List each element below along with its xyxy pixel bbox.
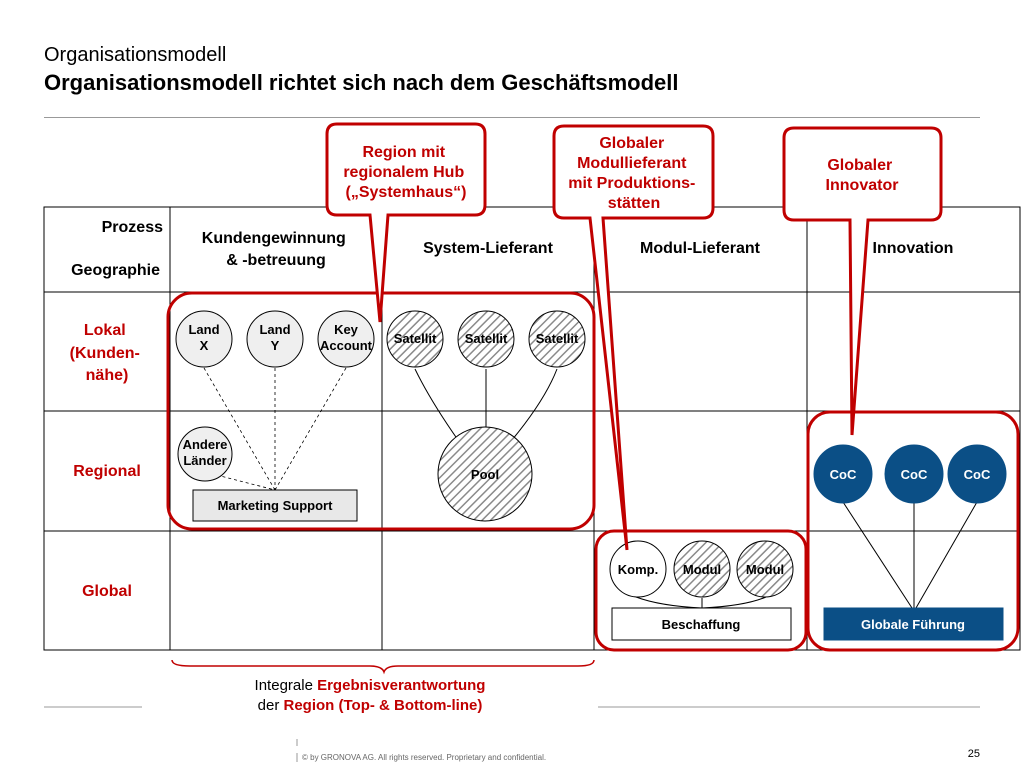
row-header-global: Global: [82, 583, 132, 600]
svg-text:Satellit: Satellit: [465, 331, 508, 346]
svg-text:Marketing Support: Marketing Support: [218, 498, 334, 513]
node-pool: Pool: [437, 426, 533, 522]
corner-label-geography: Geographie: [71, 262, 160, 279]
matrix-grid: [43, 206, 1021, 651]
column-header-system-lieferant: System-Lieferant: [423, 240, 553, 257]
node-coc-1: CoC: [813, 444, 873, 504]
slide-title: Organisationsmodell richtet sich nach de…: [44, 70, 679, 95]
svg-text:Beschaffung: Beschaffung: [662, 617, 741, 632]
marketing-support-box: Marketing Support: [192, 489, 358, 522]
svg-text:CoC: CoC: [901, 467, 928, 482]
bottom-note-line1: Integrale Ergebnisverantwortung: [255, 677, 486, 694]
svg-text:Globaler Innovator: Globaler Innovator: [826, 157, 899, 194]
svg-text:Satellit: Satellit: [394, 331, 437, 346]
node-satellit-3: Satellit: [528, 310, 586, 368]
page-number: 25: [968, 748, 980, 760]
svg-text:Pool: Pool: [471, 467, 499, 482]
node-satellit-1: Satellit: [386, 310, 444, 368]
modul-group-box: [594, 529, 808, 652]
svg-text:Modul: Modul: [683, 562, 721, 577]
column-header-kundengewinnung: Kundengewinnung & -betreuung: [202, 230, 350, 269]
svg-text:Globaler Modullieferant: Globaler Modullieferant mit Produktions-…: [568, 135, 700, 212]
svg-text:CoC: CoC: [830, 467, 857, 482]
node-modul-2: Modul: [736, 540, 794, 598]
node-modul-1: Modul: [673, 540, 731, 598]
node-coc-2: CoC: [884, 444, 944, 504]
callout-region-hub: Region mit regionalem Hub („Systemhaus“): [325, 122, 487, 323]
beschaffung-box: Beschaffung: [611, 607, 792, 641]
coc-connectors: [842, 501, 978, 609]
bottom-note-line2: der Region (Top- & Bottom-line): [258, 697, 483, 714]
column-header-innovation: Innovation: [873, 240, 954, 257]
svg-text:Globale Führung: Globale Führung: [861, 617, 965, 632]
column-header-modul-lieferant: Modul-Lieferant: [640, 240, 761, 257]
node-coc-3: CoC: [947, 444, 1007, 504]
bracket-brace: [171, 659, 595, 675]
globale-fuehrung-box: Globale Führung: [823, 607, 1004, 641]
callout-innovator: Globaler Innovator: [782, 126, 943, 436]
corner-label-process: Prozess: [102, 219, 163, 236]
node-satellit-2: Satellit: [457, 310, 515, 368]
svg-text:Komp.: Komp.: [618, 562, 658, 577]
svg-text:Satellit: Satellit: [536, 331, 579, 346]
callout-modullieferant: Globaler Modullieferant mit Produktions-…: [552, 124, 715, 551]
beschaffung-connectors: [635, 596, 767, 609]
row-header-lokal: Lokal (Kunden- nähe): [70, 322, 145, 384]
svg-text:Region mit regionalem Hu: Region mit regionalem Hub („Systemhaus“): [343, 144, 468, 201]
pool-connectors: [414, 368, 558, 441]
row-header-regional: Regional: [73, 463, 141, 480]
title-divider: [44, 117, 980, 118]
innovation-group-box: [806, 410, 1020, 652]
svg-text:Modul: Modul: [746, 562, 784, 577]
footer-copyright: © by GRONOVA AG. All rights reserved. Pr…: [302, 753, 546, 762]
node-komp: Komp.: [609, 540, 667, 598]
svg-text:CoC: CoC: [964, 467, 991, 482]
slide-subtitle: Organisationsmodell: [44, 44, 227, 66]
